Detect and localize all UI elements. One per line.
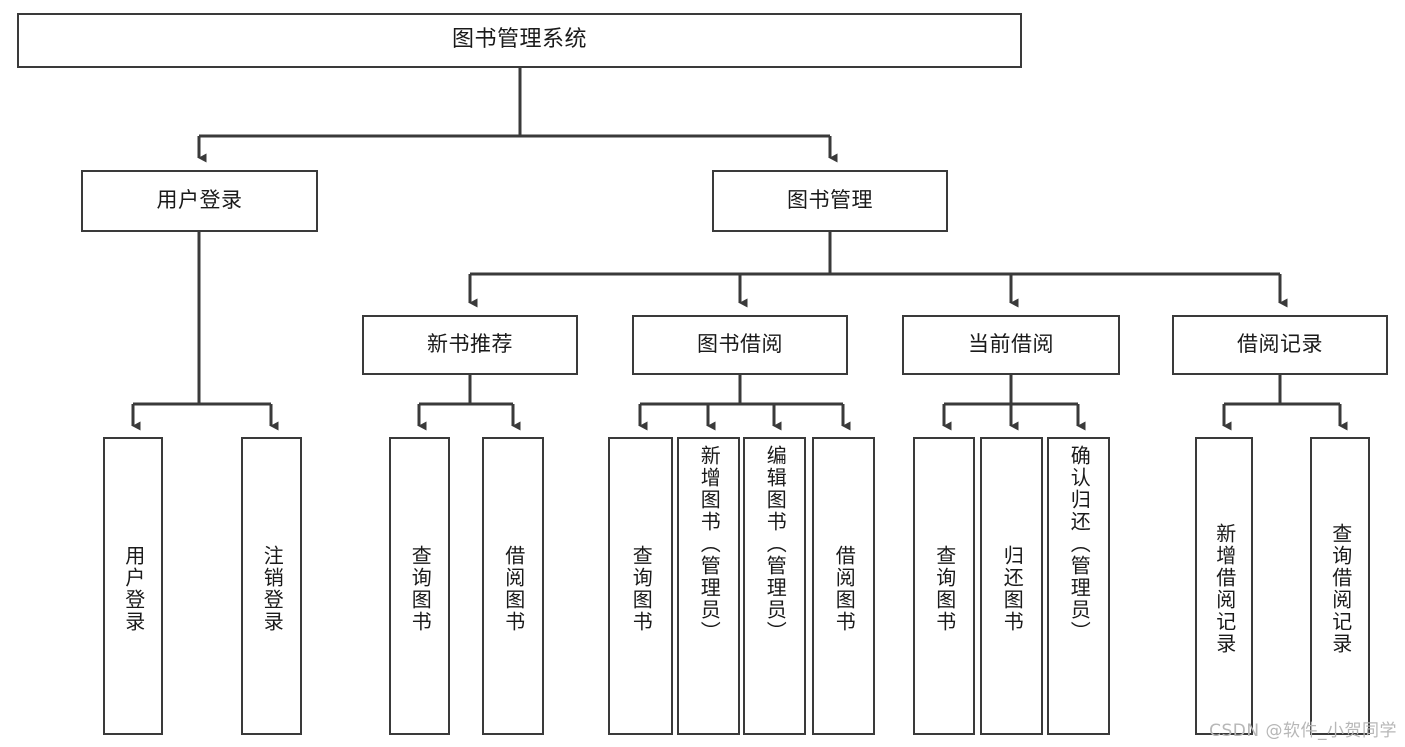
node-leaf-borrow-book-2[interactable]: 借阅图书 xyxy=(812,437,875,735)
node-label: 确认归还（管理员） xyxy=(1067,445,1092,643)
node-label: 查询图书 xyxy=(408,545,433,633)
node-book-borrow[interactable]: 图书借阅 xyxy=(632,315,848,375)
node-label: 借阅图书 xyxy=(501,545,526,633)
node-label: 查询借阅记录 xyxy=(1328,523,1353,655)
node-book-manage[interactable]: 图书管理 xyxy=(712,170,948,232)
node-label: 借阅图书 xyxy=(832,545,857,633)
node-leaf-borrow-book-1[interactable]: 借阅图书 xyxy=(482,437,544,735)
node-label: 编辑图书（管理员） xyxy=(763,445,788,643)
node-leaf-query-book-3[interactable]: 查询图书 xyxy=(913,437,975,735)
node-user-login[interactable]: 用户登录 xyxy=(81,170,318,232)
node-label: 新增借阅记录 xyxy=(1212,523,1237,655)
node-label: 查询图书 xyxy=(932,545,957,633)
node-leaf-query-record[interactable]: 查询借阅记录 xyxy=(1310,437,1370,735)
node-new-book-recommend[interactable]: 新书推荐 xyxy=(362,315,578,375)
node-leaf-query-book-2[interactable]: 查询图书 xyxy=(608,437,673,735)
node-root[interactable]: 图书管理系统 xyxy=(17,13,1022,68)
watermark: CSDN @软件_小贺同学 xyxy=(1209,721,1397,741)
node-label: 用户登录 xyxy=(121,545,146,633)
node-leaf-add-record[interactable]: 新增借阅记录 xyxy=(1195,437,1253,735)
node-label: 注销登录 xyxy=(260,545,285,633)
node-leaf-user-login[interactable]: 用户登录 xyxy=(103,437,163,735)
node-borrow-record[interactable]: 借阅记录 xyxy=(1172,315,1388,375)
node-leaf-logout[interactable]: 注销登录 xyxy=(241,437,302,735)
node-leaf-return-book[interactable]: 归还图书 xyxy=(980,437,1043,735)
node-leaf-query-book-1[interactable]: 查询图书 xyxy=(389,437,450,735)
node-label: 查询图书 xyxy=(629,545,654,633)
node-leaf-confirm-return[interactable]: 确认归还（管理员） xyxy=(1047,437,1110,735)
node-label: 归还图书 xyxy=(1000,545,1025,633)
node-label: 新增图书（管理员） xyxy=(697,445,722,643)
node-current-borrow[interactable]: 当前借阅 xyxy=(902,315,1120,375)
node-leaf-edit-book[interactable]: 编辑图书（管理员） xyxy=(743,437,806,735)
node-leaf-add-book[interactable]: 新增图书（管理员） xyxy=(677,437,740,735)
